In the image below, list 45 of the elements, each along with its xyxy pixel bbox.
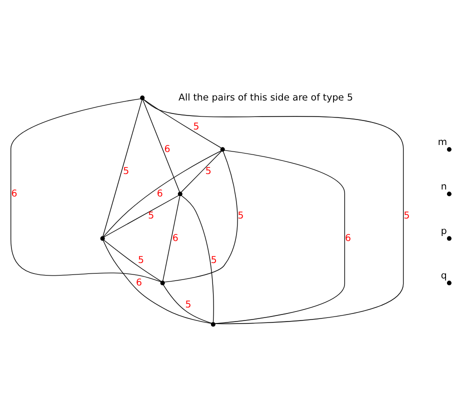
node-circle <box>446 146 452 152</box>
edge-label: 6 <box>136 276 142 288</box>
edge-label: 6 <box>164 143 170 154</box>
connector <box>181 194 214 322</box>
connector <box>162 284 212 324</box>
connector <box>214 150 346 324</box>
edge-label: 5 <box>205 166 212 177</box>
edge-label: 5 <box>123 166 130 177</box>
node-label: n <box>440 180 447 192</box>
edge-label: 6 <box>345 232 352 244</box>
connector <box>102 240 212 324</box>
connector <box>143 98 222 148</box>
connector <box>104 194 180 237</box>
connector <box>164 150 238 282</box>
connector <box>104 239 162 282</box>
connector <box>180 150 222 192</box>
edge-label: 5 <box>185 299 192 310</box>
connector <box>102 99 142 236</box>
node-circle <box>100 236 105 240</box>
node-circle <box>178 191 182 196</box>
node-label: m <box>438 136 448 148</box>
node-label: q <box>440 270 447 281</box>
edge-label: 6 <box>156 188 163 199</box>
node-circle <box>160 280 165 285</box>
node-label: p <box>440 225 447 236</box>
node-circle <box>210 322 216 326</box>
connector <box>103 150 222 237</box>
edge-label: 5 <box>210 254 217 266</box>
connector <box>142 99 180 192</box>
node-circle <box>446 191 452 196</box>
node-circle <box>140 95 145 100</box>
connector <box>143 98 404 324</box>
label: All the pairs of this side are of type 5 <box>178 92 354 103</box>
edge-label: 5 <box>238 210 244 222</box>
connector <box>162 195 180 281</box>
edge-label: 5 <box>404 210 410 222</box>
edge-label: 6 <box>11 188 18 199</box>
node-circle <box>220 146 225 152</box>
edge-label: 5 <box>148 210 154 222</box>
edge-label: 5 <box>138 254 144 266</box>
node-circle <box>446 236 452 240</box>
edge-label: 5 <box>193 121 200 132</box>
edge-label: 6 <box>172 232 178 244</box>
node-circle <box>446 280 452 285</box>
connector <box>10 98 162 282</box>
